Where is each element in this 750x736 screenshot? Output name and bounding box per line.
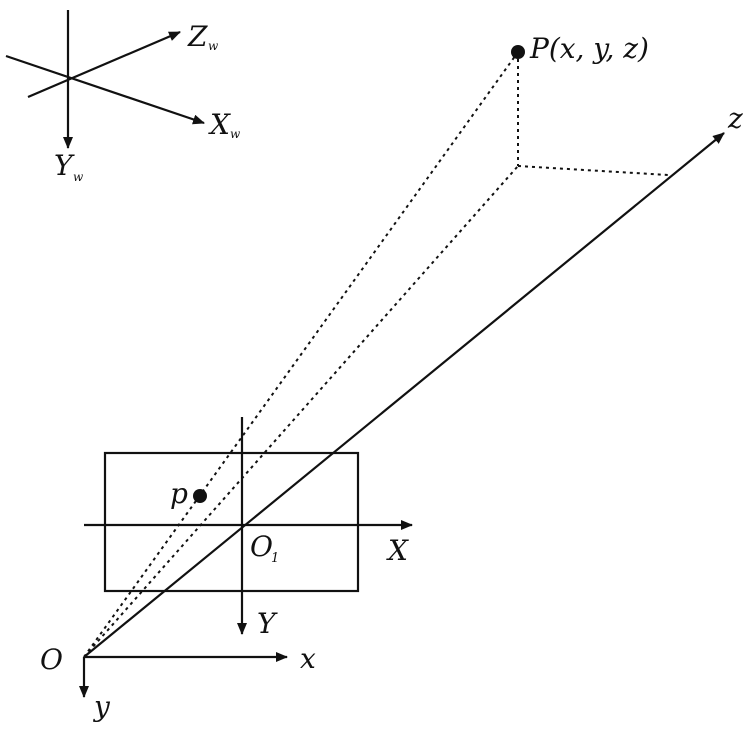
world-x-axis: [5, 54, 205, 125]
projection-ray-to-foot: [83, 165, 519, 658]
world-x-subscript: w: [230, 127, 241, 141]
image-plane: [103, 451, 360, 593]
image-origin-label: O: [250, 530, 273, 563]
camera-origin-label: O: [40, 643, 63, 676]
projection-lines: [83, 51, 669, 658]
point-P-label: P(x, y, z): [529, 32, 649, 65]
camera-z-label: z: [727, 102, 743, 135]
point-P: [511, 45, 525, 59]
image-axes: [84, 417, 413, 635]
world-y-label: Y: [54, 149, 75, 182]
world-y-subscript: w: [73, 170, 84, 184]
world-frame: [5, 10, 205, 149]
image-origin-subscript: 1: [271, 551, 279, 566]
camera-x-label: x: [300, 642, 316, 675]
foot-to-z-axis: [517, 165, 669, 176]
projection-ray-to-P: [83, 51, 519, 658]
world-x-label: X: [208, 108, 231, 141]
world-z-subscript: w: [208, 39, 219, 53]
camera-z-axis: [83, 132, 725, 658]
world-z-label: Z: [187, 20, 208, 53]
world-z-axis: [27, 30, 181, 99]
point-p-label: p: [170, 477, 188, 510]
point-p: [193, 489, 207, 503]
image-x-label: X: [386, 534, 409, 567]
camera-y-label: y: [92, 690, 111, 723]
image-y-label: Y: [257, 607, 278, 640]
camera-axes: [79, 132, 725, 698]
